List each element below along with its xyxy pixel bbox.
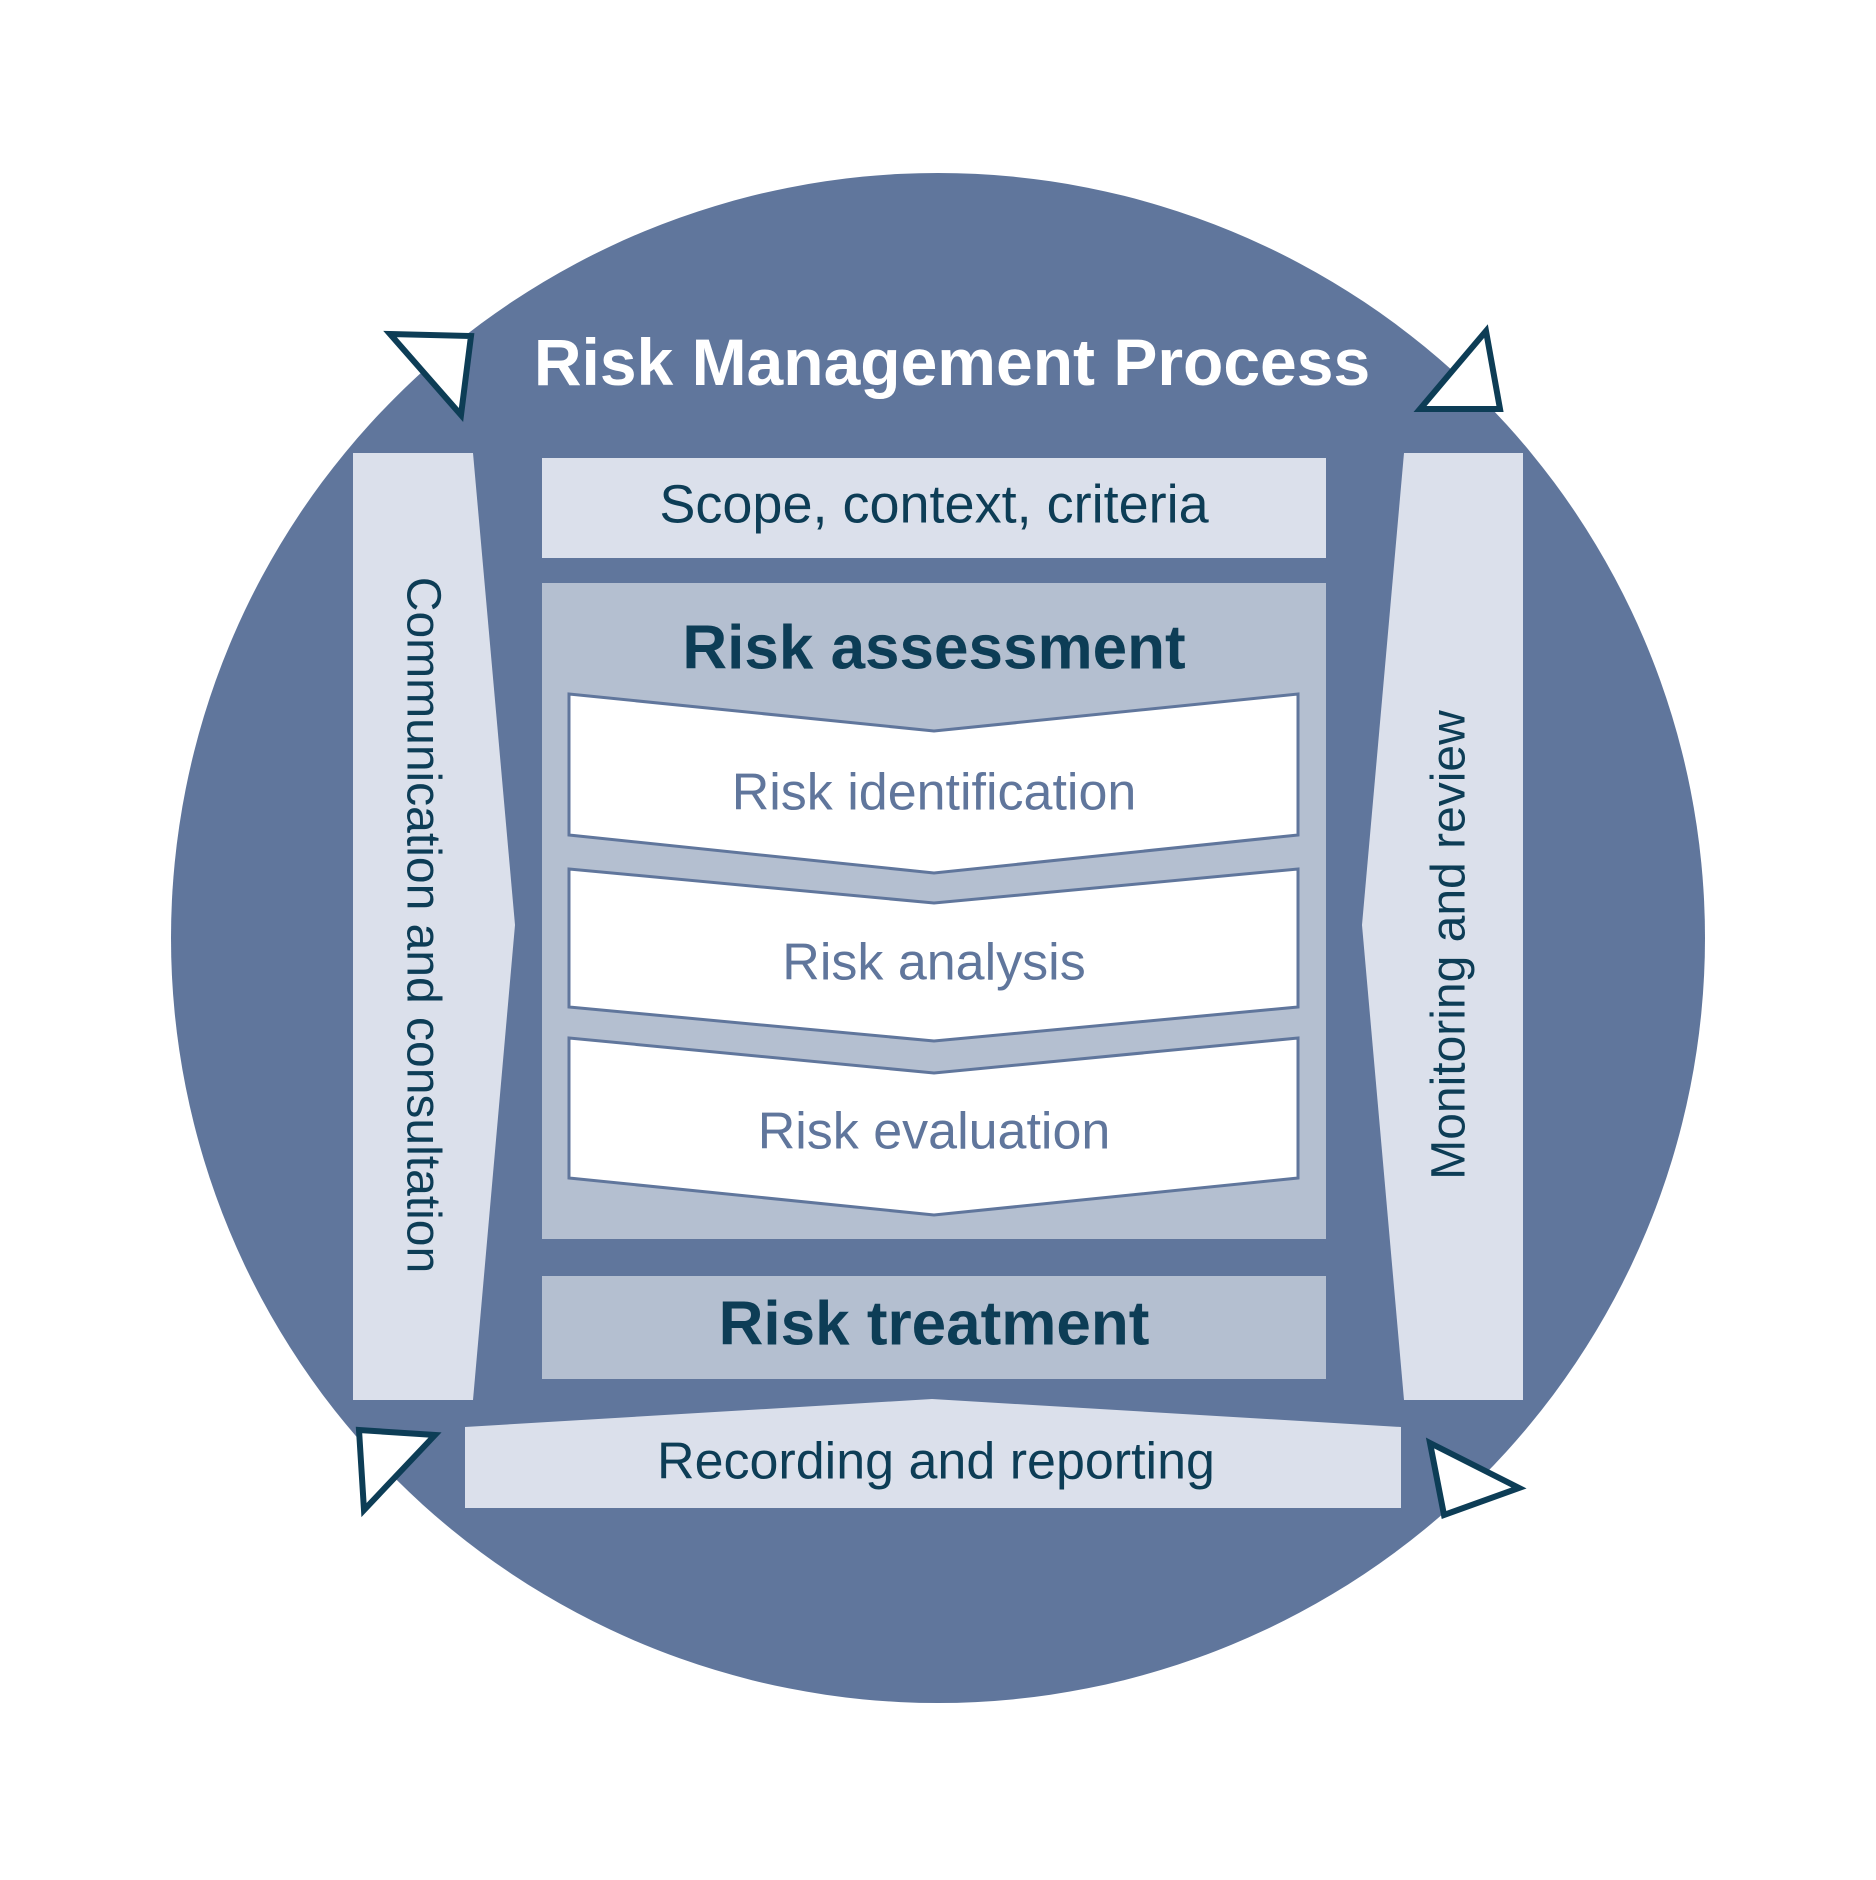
risk-assessment-heading: Risk assessment	[682, 613, 1185, 682]
scope-label: Scope, context, criteria	[659, 474, 1209, 534]
step-risk-analysis-label: Risk analysis	[782, 934, 1085, 992]
risk-treatment-label: Risk treatment	[719, 1289, 1150, 1358]
step-risk-evaluation-label: Risk evaluation	[758, 1103, 1111, 1161]
communication-band	[353, 453, 515, 1400]
diagram-title: Risk Management Process	[534, 325, 1370, 399]
step-risk-identification	[567, 692, 1300, 875]
bottom-right-arrow-icon	[1425, 1437, 1527, 1520]
monitoring-band-label: Monitoring and review	[1423, 710, 1476, 1180]
risk-treatment-box	[542, 1276, 1326, 1379]
step-risk-identification-label: Risk identification	[732, 764, 1137, 822]
bottom-left-arrow-icon	[355, 1426, 442, 1518]
step-risk-analysis	[567, 867, 1300, 1043]
step-risk-evaluation	[567, 1036, 1300, 1217]
recording-band-label: Recording and reporting	[657, 1433, 1215, 1491]
recording-band	[465, 1399, 1401, 1508]
scope-box	[542, 458, 1326, 558]
monitoring-band	[1362, 453, 1523, 1400]
top-right-arrow-icon	[1413, 324, 1504, 412]
communication-band-label: Communication and consultation	[396, 577, 449, 1273]
top-left-arrow-icon	[383, 330, 475, 422]
